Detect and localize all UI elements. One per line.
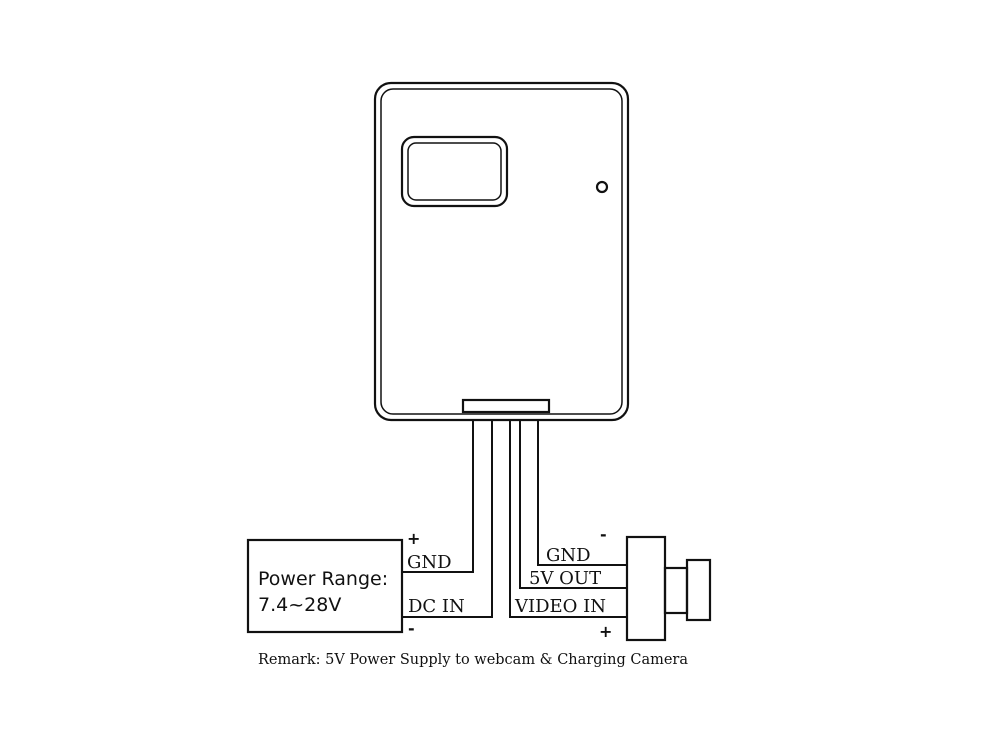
device-indicator-dot: [595, 180, 609, 194]
dc-in-label: DC IN: [408, 596, 465, 617]
right-plus-sign: +: [599, 622, 612, 641]
5v-out-label: 5V OUT: [529, 568, 601, 589]
video-in-label: VIDEO IN: [514, 596, 606, 617]
left-minus-sign: -: [408, 619, 415, 638]
device-body: [373, 81, 630, 422]
device-connector: [461, 398, 551, 414]
power-supply-box: [246, 538, 404, 634]
right-minus-sign: -: [600, 525, 607, 544]
power-range-label: Power Range:: [258, 568, 388, 590]
device-window: [400, 135, 509, 208]
wires: [402, 420, 627, 618]
camera: [625, 535, 712, 642]
left-plus-sign: +: [407, 529, 420, 548]
right-gnd-label: GND: [546, 545, 591, 566]
left-gnd-label: GND: [407, 552, 452, 573]
power-range-value: 7.4~28V: [258, 594, 341, 616]
remark-text: Remark: 5V Power Supply to webcam & Char…: [258, 652, 688, 668]
